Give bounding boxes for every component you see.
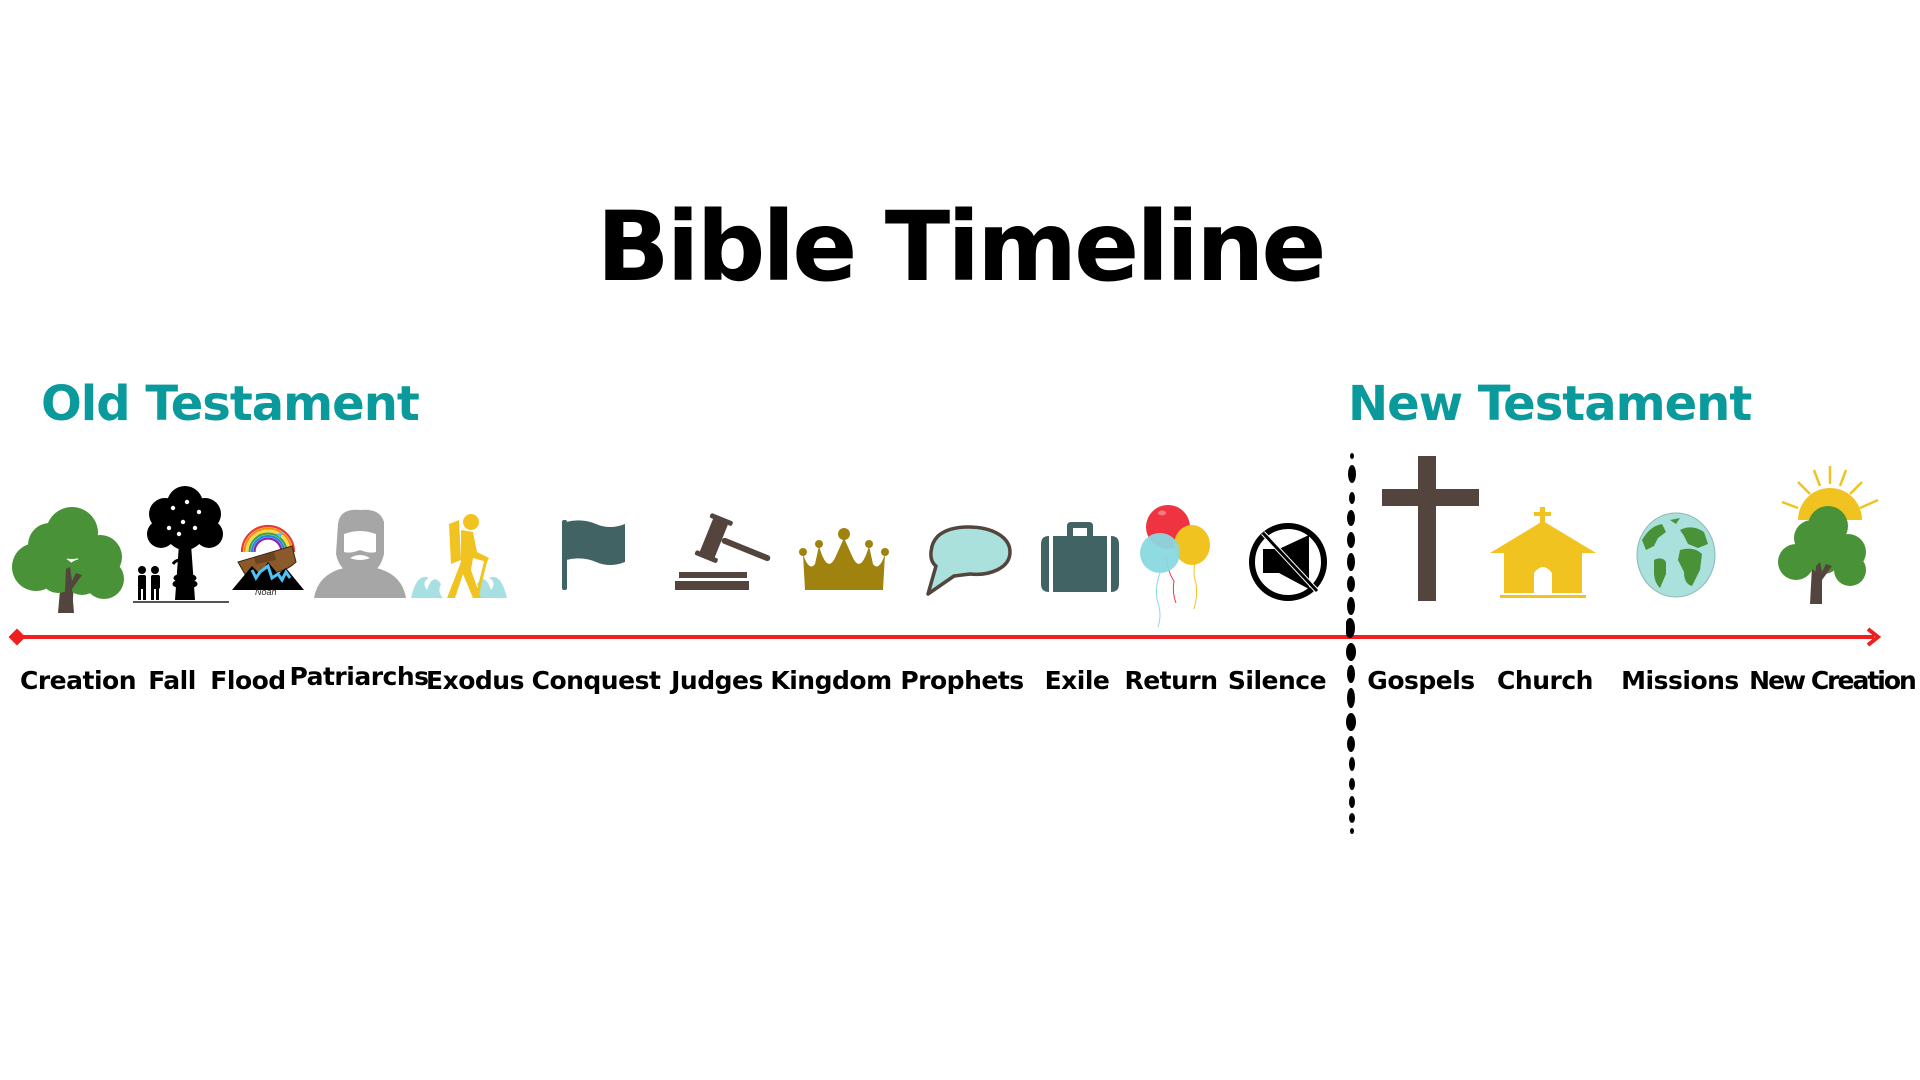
event-label-missions: Missions <box>1621 666 1739 695</box>
fruit-tree-serpent-icon <box>133 484 229 604</box>
event-label-church: Church <box>1497 666 1593 695</box>
event-label-flood: Flood <box>210 666 286 695</box>
page-title: Bible Timeline <box>596 191 1326 303</box>
testament-divider <box>1345 452 1358 834</box>
bearded-man-icon <box>314 508 406 598</box>
balloons-icon <box>1140 503 1210 628</box>
hiker-waves-icon <box>407 512 511 598</box>
event-label-fall: Fall <box>148 666 196 695</box>
gavel-icon <box>675 513 777 591</box>
sun-tree-icon <box>1776 466 1879 604</box>
flood-icon-caption: Noah <box>255 587 277 597</box>
speech-bubble-icon <box>924 524 1012 596</box>
event-label-conquest: Conquest <box>531 666 661 695</box>
crown-icon <box>799 528 889 590</box>
church-icon <box>1490 507 1596 599</box>
event-label-creation: Creation <box>20 666 137 695</box>
globe-icon <box>1636 512 1716 598</box>
event-label-silence: Silence <box>1227 666 1327 695</box>
cross-icon <box>1382 456 1479 601</box>
event-label-exodus: Exodus <box>426 666 524 695</box>
event-label-kingdom: Kingdom <box>770 666 892 695</box>
mute-speaker-icon <box>1247 521 1329 603</box>
event-label-return: Return <box>1124 666 1218 695</box>
event-label-judges: Judges <box>671 666 763 695</box>
event-label-exile: Exile <box>1044 666 1110 695</box>
ark-rainbow-icon <box>232 522 304 598</box>
event-label-patriarchs: Patriarchs <box>289 662 429 691</box>
suitcase-icon <box>1041 522 1119 592</box>
old-testament-heading: Old Testament <box>41 376 420 432</box>
event-label-new-creation: New Creation <box>1749 666 1917 695</box>
new-testament-heading: New Testament <box>1348 376 1752 432</box>
tree-icon <box>10 505 126 613</box>
timeline-arrowhead-icon <box>1862 627 1882 647</box>
timeline-axis <box>18 635 1874 639</box>
event-label-gospels: Gospels <box>1367 666 1475 695</box>
timeline-start-diamond <box>8 628 26 646</box>
event-label-prophets: Prophets <box>900 666 1024 695</box>
flag-icon <box>562 520 626 590</box>
